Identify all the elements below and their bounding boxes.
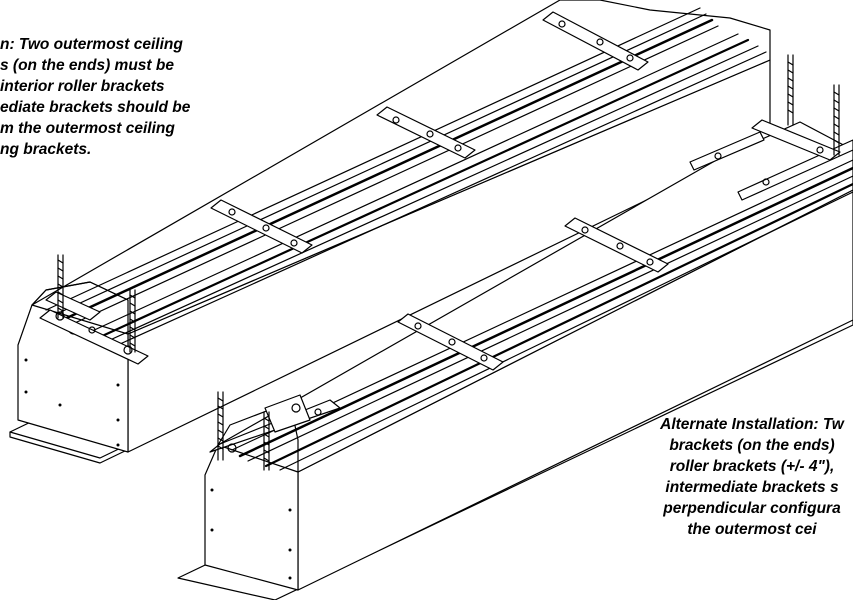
installation-note-top: n: Two outermost ceiling s (on the ends)… xyxy=(0,34,190,160)
caption-line: s (on the ends) must be xyxy=(0,57,174,74)
end-ceiling-bracket xyxy=(39,291,149,365)
ceiling-bracket xyxy=(564,217,669,273)
alternate-installation-note: Alternate Installation: Tw brackets (on … xyxy=(622,414,853,540)
housing-left xyxy=(9,0,781,464)
threaded-rod xyxy=(787,54,794,126)
caption-line: perpendicular configura xyxy=(663,500,841,517)
threaded-rod xyxy=(57,254,64,319)
caption-line: Alternate Installation: Tw xyxy=(660,416,844,433)
threaded-rod xyxy=(833,84,840,156)
end-ceiling-bracket xyxy=(209,394,341,453)
threaded-rod xyxy=(217,391,224,461)
ceiling-bracket xyxy=(397,313,504,371)
caption-line: n: Two outermost ceiling xyxy=(0,36,183,53)
ceiling-bracket xyxy=(376,106,476,159)
caption-line: ng brackets. xyxy=(0,141,92,158)
threaded-rod xyxy=(129,289,136,353)
roller-bracket xyxy=(689,119,853,201)
caption-line: roller brackets (+/- 4"), xyxy=(669,458,835,475)
caption-line: brackets (on the ends) xyxy=(669,437,835,454)
ceiling-bracket xyxy=(542,11,649,71)
caption-line: ediate brackets should be xyxy=(0,99,191,116)
caption-line: interior roller brackets xyxy=(0,78,165,95)
ceiling-bracket xyxy=(210,199,313,254)
caption-line: intermediate brackets s xyxy=(665,479,839,496)
caption-line: the outermost cei xyxy=(687,521,817,538)
threaded-rod xyxy=(263,411,270,471)
housing-right xyxy=(177,121,853,600)
caption-line: m the outermost ceiling xyxy=(0,120,175,137)
